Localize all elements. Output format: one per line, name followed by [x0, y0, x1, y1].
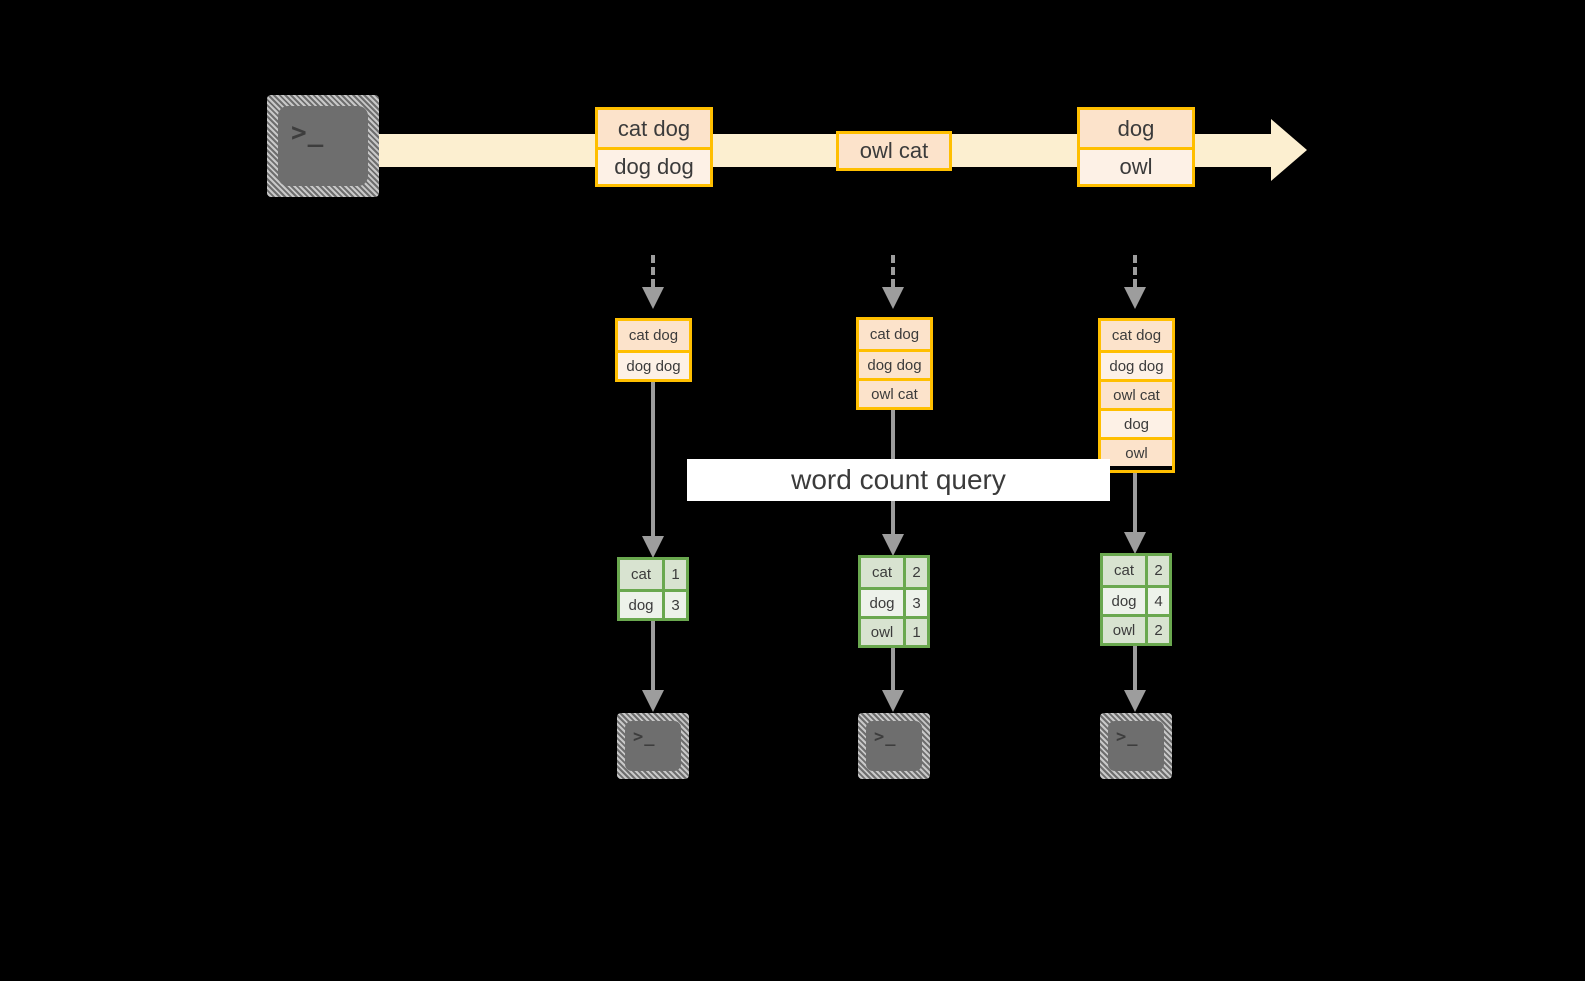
terminal-screen: >_ [1108, 721, 1164, 771]
word-cell: dog [1103, 588, 1145, 614]
snapshot-1-query-arrowhead [642, 536, 664, 558]
snapshot-1-tap-arrowhead [642, 287, 664, 309]
terminal-prompt-glyph: >_ [874, 727, 897, 747]
terminal-prompt-glyph: >_ [1116, 727, 1139, 747]
count-cell: 2 [903, 558, 927, 587]
snapshot-1-tap-line [651, 255, 655, 287]
log-line: dog dog [618, 350, 689, 379]
snapshot-3-output-arrowhead [1124, 690, 1146, 712]
stream-event-line: owl [1080, 147, 1192, 184]
table-row: dog 4 [1103, 585, 1169, 614]
snapshot-2-output-arrowhead [882, 690, 904, 712]
word-cell: owl [861, 619, 903, 645]
snapshot-1-consumer-terminal-icon[interactable]: >_ [617, 713, 689, 779]
table-row: cat 2 [861, 558, 927, 587]
stream-event-line: cat dog [598, 110, 710, 147]
snapshot-2-log[interactable]: cat dog dog dog owl cat [856, 317, 933, 410]
snapshot-3-query-line [1133, 473, 1137, 545]
count-cell: 3 [903, 590, 927, 616]
count-cell: 2 [1145, 617, 1169, 643]
log-line: cat dog [859, 320, 930, 349]
log-line: dog dog [1101, 350, 1172, 379]
snapshot-3-log[interactable]: cat dog dog dog owl cat dog owl [1098, 318, 1175, 473]
log-line: owl cat [1101, 379, 1172, 408]
terminal-screen: >_ [866, 721, 922, 771]
query-label: word count query [687, 459, 1110, 501]
snapshot-3-tap-arrowhead [1124, 287, 1146, 309]
snapshot-2-query-arrowhead [882, 534, 904, 556]
snapshot-2-tap-arrowhead [882, 287, 904, 309]
snapshot-1-output-line [651, 621, 655, 693]
snapshot-2-consumer-terminal-icon[interactable]: >_ [858, 713, 930, 779]
log-line: owl cat [859, 378, 930, 407]
table-row: dog 3 [620, 589, 686, 618]
snapshot-3-tap-line [1133, 255, 1137, 287]
word-cell: owl [1103, 617, 1145, 643]
snapshot-3-consumer-terminal-icon[interactable]: >_ [1100, 713, 1172, 779]
count-cell: 1 [903, 619, 927, 645]
log-line: owl [1101, 437, 1172, 466]
table-row: dog 3 [861, 587, 927, 616]
stream-event-line: dog dog [598, 147, 710, 184]
snapshot-1-result-table[interactable]: cat 1 dog 3 [617, 557, 689, 621]
log-line: cat dog [1101, 321, 1172, 350]
stream-event-line: owl cat [839, 134, 949, 168]
snapshot-2-output-line [891, 648, 895, 693]
count-cell: 2 [1145, 556, 1169, 585]
snapshot-1-query-line [651, 382, 655, 548]
stream-event-1[interactable]: cat dog dog dog [595, 107, 713, 187]
terminal-prompt-glyph: >_ [633, 727, 656, 747]
snapshot-3-query-arrowhead [1124, 532, 1146, 554]
log-line: cat dog [618, 321, 689, 350]
snapshot-3-result-table[interactable]: cat 2 dog 4 owl 2 [1100, 553, 1172, 646]
log-line: dog [1101, 408, 1172, 437]
table-row: cat 2 [1103, 556, 1169, 585]
snapshot-1-log[interactable]: cat dog dog dog [615, 318, 692, 382]
stream-event-2[interactable]: owl cat [836, 131, 952, 171]
word-cell: cat [620, 560, 662, 589]
word-cell: dog [861, 590, 903, 616]
word-cell: dog [620, 592, 662, 618]
terminal-prompt-glyph: >_ [291, 118, 325, 148]
producer-terminal-icon[interactable]: >_ [267, 95, 379, 197]
table-row: cat 1 [620, 560, 686, 589]
stream-event-3[interactable]: dog owl [1077, 107, 1195, 187]
table-row: owl 1 [861, 616, 927, 645]
stream-event-line: dog [1080, 110, 1192, 147]
word-cell: cat [861, 558, 903, 587]
word-cell: cat [1103, 556, 1145, 585]
count-cell: 1 [662, 560, 686, 589]
snapshot-1-output-arrowhead [642, 690, 664, 712]
count-cell: 3 [662, 592, 686, 618]
terminal-screen: >_ [278, 106, 368, 186]
snapshot-2-result-table[interactable]: cat 2 dog 3 owl 1 [858, 555, 930, 648]
snapshot-2-tap-line [891, 255, 895, 287]
count-cell: 4 [1145, 588, 1169, 614]
log-line: dog dog [859, 349, 930, 378]
table-row: owl 2 [1103, 614, 1169, 643]
stream-band-arrowhead [1271, 119, 1307, 181]
terminal-screen: >_ [625, 721, 681, 771]
snapshot-3-output-line [1133, 646, 1137, 693]
